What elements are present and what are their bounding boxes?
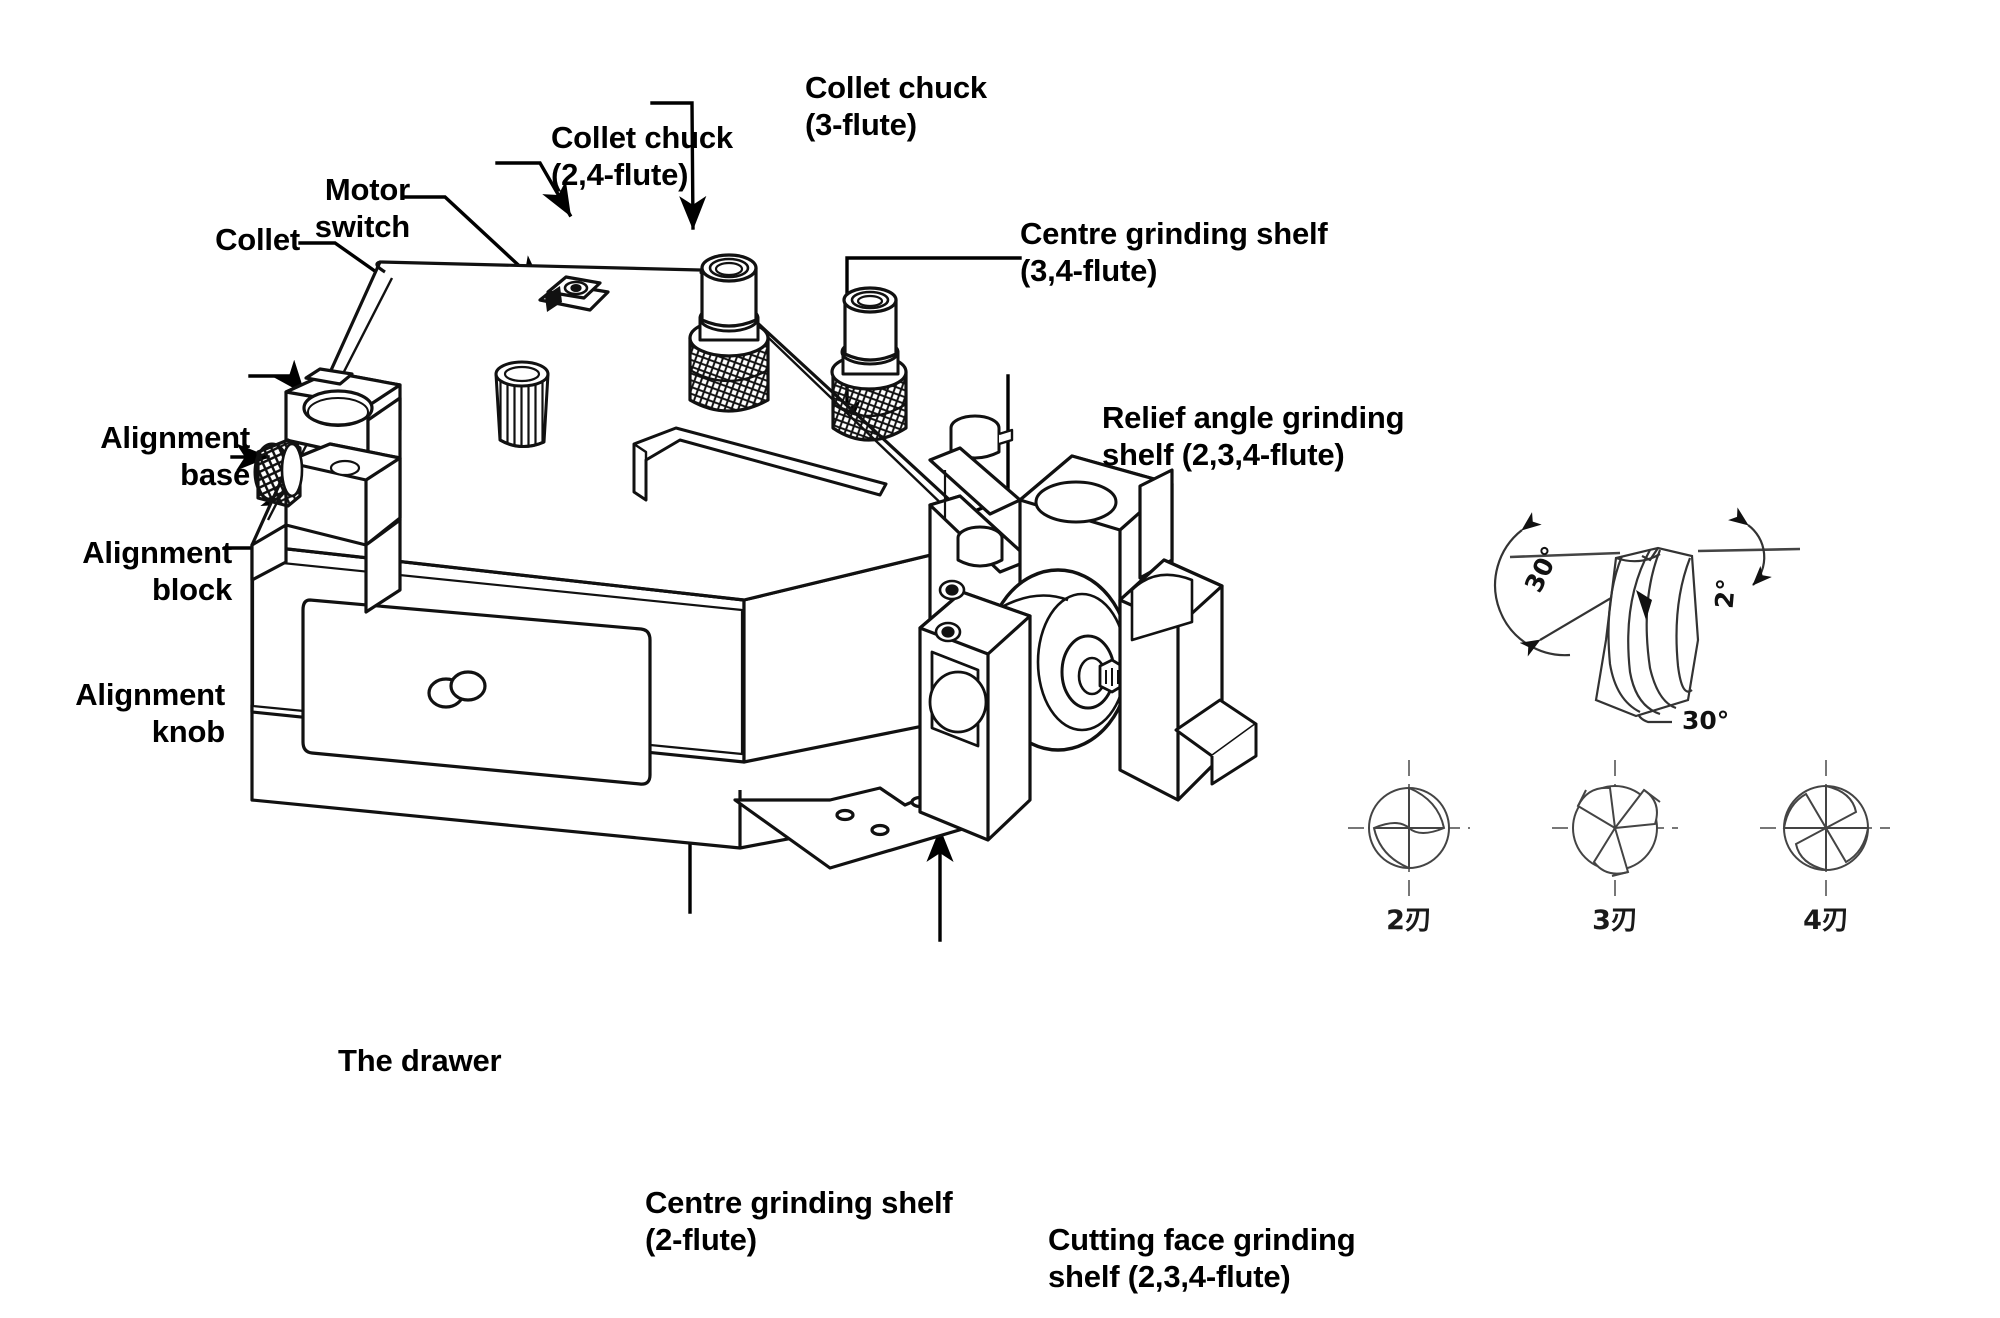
flute-3-label: 3刃: [1592, 905, 1638, 936]
callout-motor-switch: Motor switch: [314, 172, 410, 244]
end-mill-angle-detail: [1494, 507, 1801, 724]
flute-2-drawing: [1348, 760, 1470, 900]
callout-cutting-face-grinding-shelf: Cutting face grinding shelf (2,3,4-flute…: [1048, 1222, 1356, 1294]
machine-body: [250, 253, 1258, 870]
angle-label-bottom: 30°: [1682, 706, 1730, 735]
flute-cross-sections: [1348, 760, 1890, 900]
angle-label-right: 2°: [1709, 577, 1742, 610]
callout-alignment-base: Alignment base: [100, 420, 250, 492]
callout-alignment-knob: Alignment knob: [75, 677, 225, 749]
callout-centre-grinding-shelf-2: Centre grinding shelf (2-flute): [645, 1185, 953, 1257]
flute-4-drawing: [1760, 760, 1890, 900]
flute-3-drawing: [1552, 760, 1678, 900]
flute-4-label: 4刃: [1803, 905, 1849, 936]
callout-centre-grinding-shelf-34: Centre grinding shelf (3,4-flute): [1020, 216, 1328, 288]
flute-2-label: 2刃: [1386, 905, 1432, 936]
callout-alignment-block: Alignment block: [82, 535, 232, 607]
callout-relief-angle-grinding-shelf: Relief angle grinding shelf (2,3,4-flute…: [1102, 400, 1405, 472]
callout-collet: Collet: [215, 222, 300, 257]
callout-the-drawer: The drawer: [338, 1043, 502, 1078]
callout-collet-chuck-24: Collet chuck (2,4-flute): [551, 120, 733, 192]
callout-collet-chuck-3: Collet chuck (3-flute): [805, 70, 987, 142]
